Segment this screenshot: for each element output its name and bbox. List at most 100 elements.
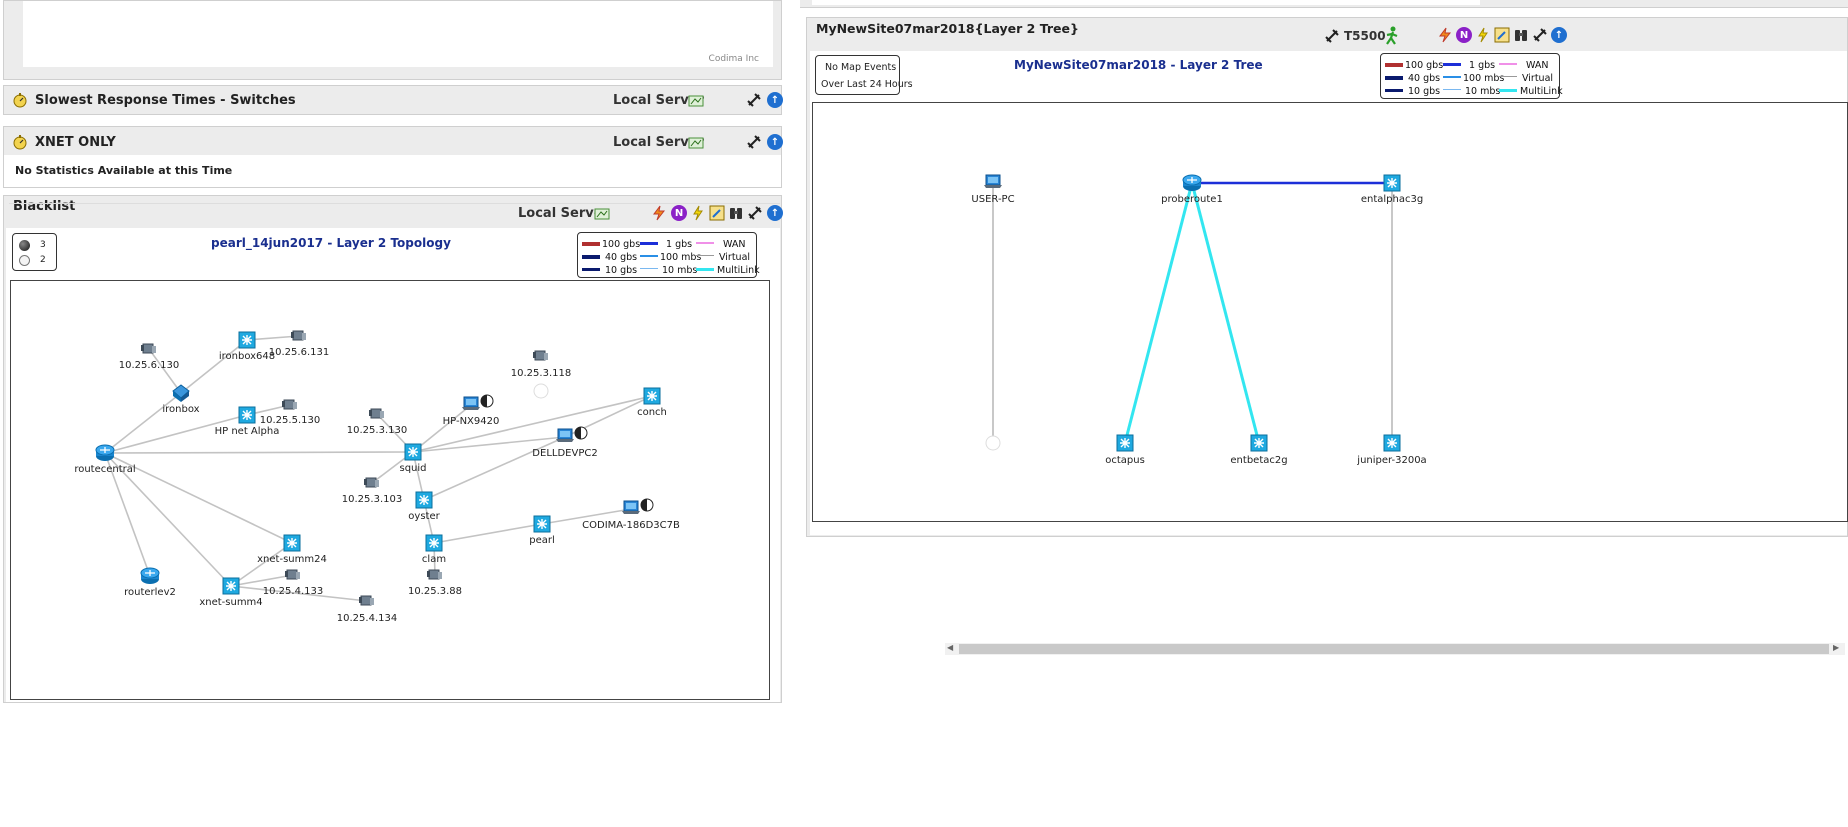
network-node-laptop[interactable]: USER-PC [971,174,1015,205]
network-link[interactable] [180,339,248,394]
network-node-host[interactable]: 10.25.5.130 [260,399,320,426]
network-link[interactable] [541,508,632,525]
network-link[interactable] [412,404,472,453]
alert-flash-icon[interactable] [1437,27,1453,43]
network-node-switch[interactable]: entbetac2g [1230,434,1288,466]
status-key-box: 3 2 [12,233,57,271]
disconnect-icon[interactable] [746,134,762,150]
network-node-laptop[interactable]: DELLDEVPC2 [532,426,598,459]
network-link[interactable] [104,452,293,544]
alert-flash-icon[interactable] [651,205,667,221]
network-node-host[interactable]: 10.25.3.130 [347,408,407,436]
disconnect-icon[interactable] [1324,28,1340,44]
network-node-router[interactable]: proberoute1 [1161,174,1223,205]
binoculars-icon[interactable] [728,205,744,221]
network-link[interactable] [148,348,182,394]
network-link[interactable] [230,574,294,587]
network-node-host[interactable]: 10.25.6.130 [119,343,179,371]
scrollbar-thumb[interactable] [959,644,1829,654]
binoculars-icon[interactable] [1513,27,1529,43]
notes-n-icon[interactable]: N [1456,27,1472,43]
disconnect-icon[interactable] [746,92,762,108]
network-node-switch[interactable]: HP net Alpha [215,406,280,437]
network-node-switch[interactable]: clam [422,534,446,565]
network-node-switch[interactable]: conch [637,387,667,418]
network-link[interactable] [104,451,414,454]
network-node-switch[interactable]: ironbox648 [219,331,275,362]
network-link[interactable] [1190,182,1261,444]
network-node-switch[interactable]: octapus [1105,434,1145,466]
network-node-laptop[interactable]: HP-NX9420 [443,394,500,427]
scroll-left-arrow[interactable]: ◀ [947,643,954,652]
link-layer [104,335,653,602]
legend-label: 40 gbs [1408,73,1441,84]
lightning-icon[interactable] [690,205,706,221]
network-link[interactable] [104,452,232,587]
network-node-switch[interactable]: xnet-summ24 [257,534,327,565]
network-node-host[interactable]: 10.25.3.118 [511,350,571,379]
collapse-up-icon[interactable]: ↑ [767,92,783,108]
horizontal-scrollbar[interactable]: ◀ ▶ [945,643,1845,655]
node-label: entalphac3g [1361,194,1423,205]
network-node-switch[interactable]: juniper-3200a [1356,434,1427,466]
network-node-host[interactable]: 10.25.3.103 [342,477,402,505]
network-node-ghost[interactable] [985,435,1001,451]
node-label: HP net Alpha [215,426,280,437]
disconnect-icon[interactable] [1532,27,1548,43]
network-link[interactable] [104,414,248,454]
network-link[interactable] [246,335,300,341]
network-node-ghost[interactable] [533,383,549,399]
stopwatch-icon [12,92,28,108]
network-node-host[interactable]: 10.25.4.133 [263,569,323,597]
notes-n-icon[interactable]: N [671,205,687,221]
collapse-up-icon[interactable]: ↑ [767,205,783,221]
node-label: HP-NX9420 [443,416,500,427]
network-node-switch[interactable]: entalphac3g [1361,174,1423,205]
network-node-switch[interactable]: oyster [408,491,441,522]
network-link[interactable] [104,392,182,454]
network-link[interactable] [1123,182,1194,444]
scroll-right-arrow[interactable]: ▶ [1833,643,1840,652]
network-link[interactable] [230,585,368,602]
legend-label: 40 gbs [605,252,638,263]
network-link[interactable] [412,395,653,453]
collapse-up-icon[interactable]: ↑ [767,134,783,150]
lightning-icon[interactable] [1475,27,1491,43]
server-map-icon[interactable] [594,206,610,222]
node-label: 10.25.6.131 [269,347,329,358]
running-man-icon[interactable] [1382,26,1402,46]
right-map-title: MyNewSite07mar2018 - Layer 2 Tree [1014,58,1263,72]
disconnect-icon[interactable] [747,205,763,221]
network-node-switch[interactable]: squid [399,443,427,474]
network-link[interactable] [230,542,293,587]
network-node-host[interactable]: 10.25.3.88 [408,569,462,597]
legend-label: Virtual [1522,73,1554,84]
network-node-host[interactable]: 10.25.4.134 [337,595,397,624]
server-map-icon[interactable] [688,93,704,109]
status-key-count: 2 [40,255,46,265]
right-topology-svg[interactable]: USER-PC proberoute1 entalphac3g octapus entb… [813,103,1848,522]
network-link[interactable] [423,436,566,501]
network-node-switch[interactable]: xnet-summ4 [199,577,263,608]
network-node-host[interactable]: 10.25.6.131 [269,330,329,358]
network-node-router[interactable]: routerlev2 [124,567,176,598]
network-node-switch[interactable]: pearl [529,515,555,546]
network-node-server[interactable]: ironbox [162,384,200,415]
status-indicator-icon [640,498,654,512]
legend-label: WAN [723,239,746,250]
server-map-icon[interactable] [688,135,704,151]
collapse-up-icon[interactable]: ↑ [1551,27,1567,43]
right-topology-map[interactable]: USER-PC proberoute1 entalphac3g octapus entb… [812,102,1848,522]
network-link[interactable] [412,436,566,453]
edit-icon[interactable] [709,205,725,221]
legend-label: 10 mbs [662,265,698,276]
network-node-laptop[interactable]: CODIMA-186D3C7B [582,498,680,531]
edit-icon[interactable] [1494,27,1510,43]
node-label: 10.25.3.118 [511,368,571,379]
link-legend-box: 100 gbs 40 gbs 10 gbs 1 gbs 100 mbs 10 m… [577,232,760,278]
network-node-router[interactable]: routecentral [74,444,136,475]
network-link[interactable] [433,523,543,544]
network-link[interactable] [104,452,151,577]
